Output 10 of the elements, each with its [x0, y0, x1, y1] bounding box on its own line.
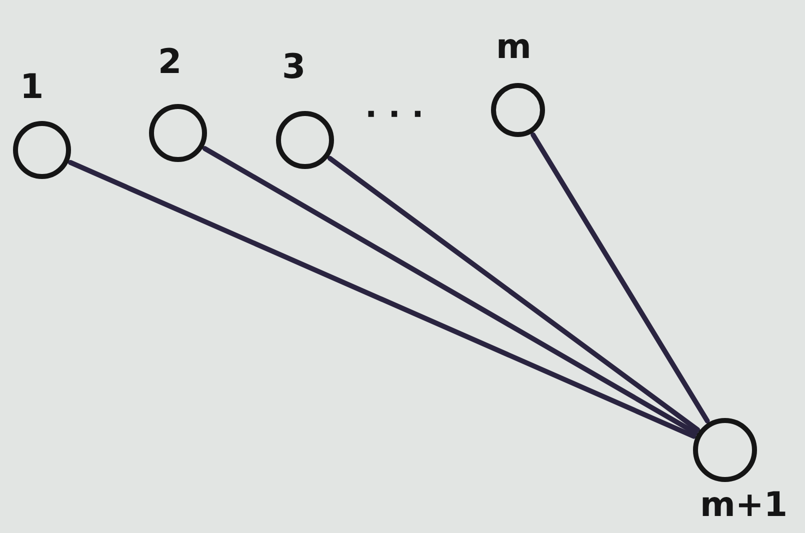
- node-label: 3: [282, 50, 306, 84]
- ellipsis-dots: · · ·: [365, 98, 424, 130]
- connector-line: [530, 132, 710, 424]
- connector-line: [68, 160, 696, 439]
- connector-line: [202, 146, 698, 436]
- node-label: m+1: [700, 488, 788, 522]
- node-label: 2: [158, 45, 182, 79]
- node-label: m: [496, 30, 532, 64]
- connector-line: [327, 156, 700, 432]
- node-label: 1: [20, 70, 44, 104]
